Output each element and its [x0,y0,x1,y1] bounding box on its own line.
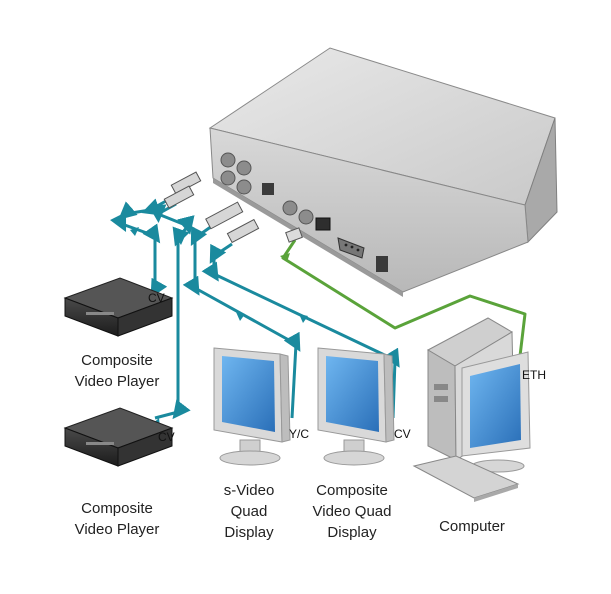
svideo-display-label-line3: Display [224,524,274,541]
bnc-connectors [220,152,314,225]
video-player-top [63,277,174,337]
cv-label-display: CV [394,427,411,441]
main-unit [208,47,558,297]
eth-plug [285,227,303,243]
composite-display-label-line1: Composite [316,482,388,499]
player-top-label-line1: Composite [81,352,153,369]
computer-label: Computer [439,518,505,535]
cable-plugs [163,171,260,244]
player-top-label: Composite Video Player [52,350,182,392]
cv-label-player-bottom: CV [158,430,175,444]
cable-yc-display [182,224,301,419]
computer [412,317,531,502]
svideo-display-label: s-Video Quad Display [203,480,295,543]
player-bottom-label-line2: Video Player [74,521,160,538]
composite-display-label-line3: Display [327,524,377,541]
composite-display-label: Composite Video Quad Display [300,480,404,543]
cv-label-player-top: CV [148,291,165,305]
video-player-bottom [63,407,174,467]
ethernet-port [315,217,331,231]
svideo-display [213,347,291,466]
svideo-display-label-line1: s-Video [223,482,275,499]
cable-cv-display [201,242,400,419]
composite-display [317,347,395,466]
player-bottom-label-line1: Composite [81,500,153,517]
svideo-port [262,183,274,195]
composite-display-label-line2: Video Quad [312,503,392,520]
power-jack [376,256,388,272]
eth-label: ETH [522,368,546,382]
player-bottom-label: Composite Video Player [52,498,182,540]
cable-cv-player-top [109,190,183,298]
svideo-display-label-line2: Quad [230,503,268,520]
player-top-label-line2: Video Player [74,373,160,390]
yc-label: Y/C [289,427,310,441]
